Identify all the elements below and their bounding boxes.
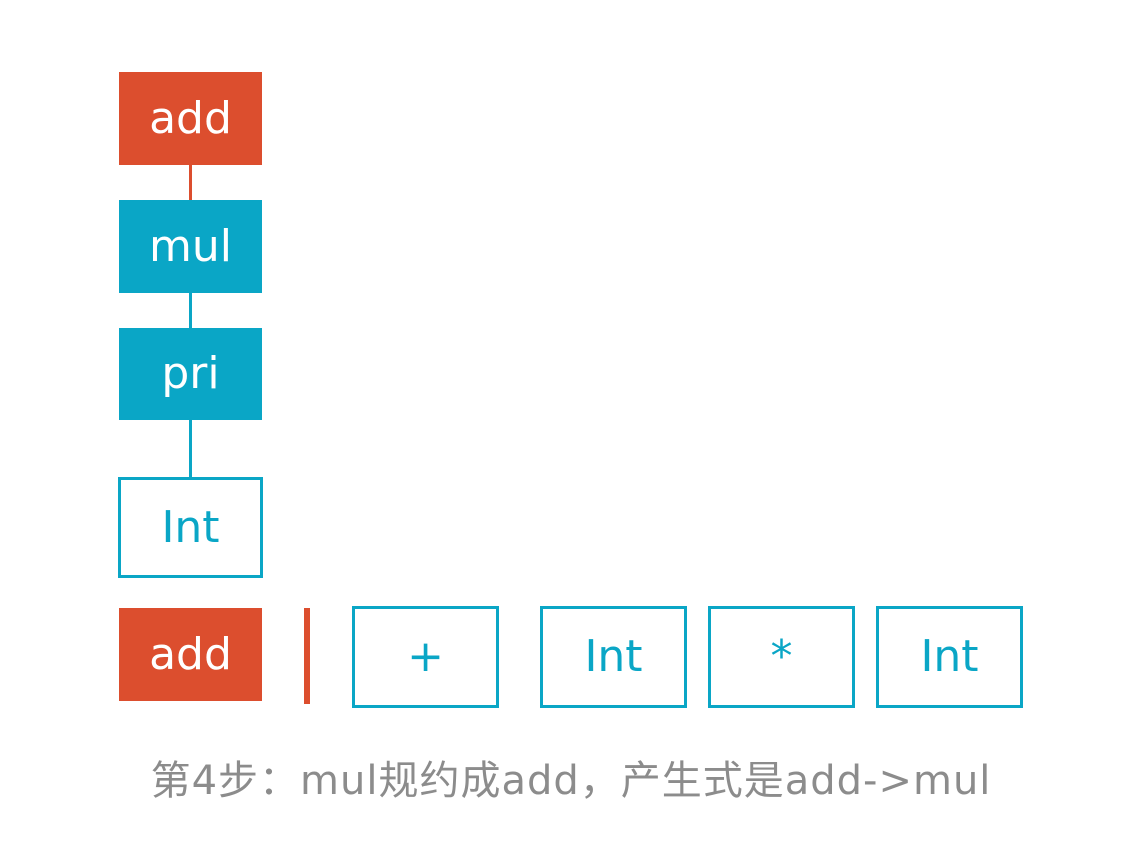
- token-int-1: Int: [540, 606, 687, 708]
- token-star: *: [708, 606, 855, 708]
- edge-pri-int: [189, 420, 192, 477]
- tree-node-mul: mul: [119, 200, 262, 293]
- stack-item-add: add: [119, 608, 262, 701]
- token-int-2: Int: [876, 606, 1023, 708]
- token-plus: +: [352, 606, 499, 708]
- tree-node-pri: pri: [119, 328, 262, 420]
- tree-node-add: add: [119, 72, 262, 165]
- edge-mul-pri: [189, 293, 192, 328]
- tree-leaf-int: Int: [118, 477, 263, 578]
- edge-add-mul: [189, 165, 192, 200]
- stack-divider: [304, 608, 310, 704]
- step-caption: 第4步：mul规约成add，产生式是add->mul: [150, 758, 992, 804]
